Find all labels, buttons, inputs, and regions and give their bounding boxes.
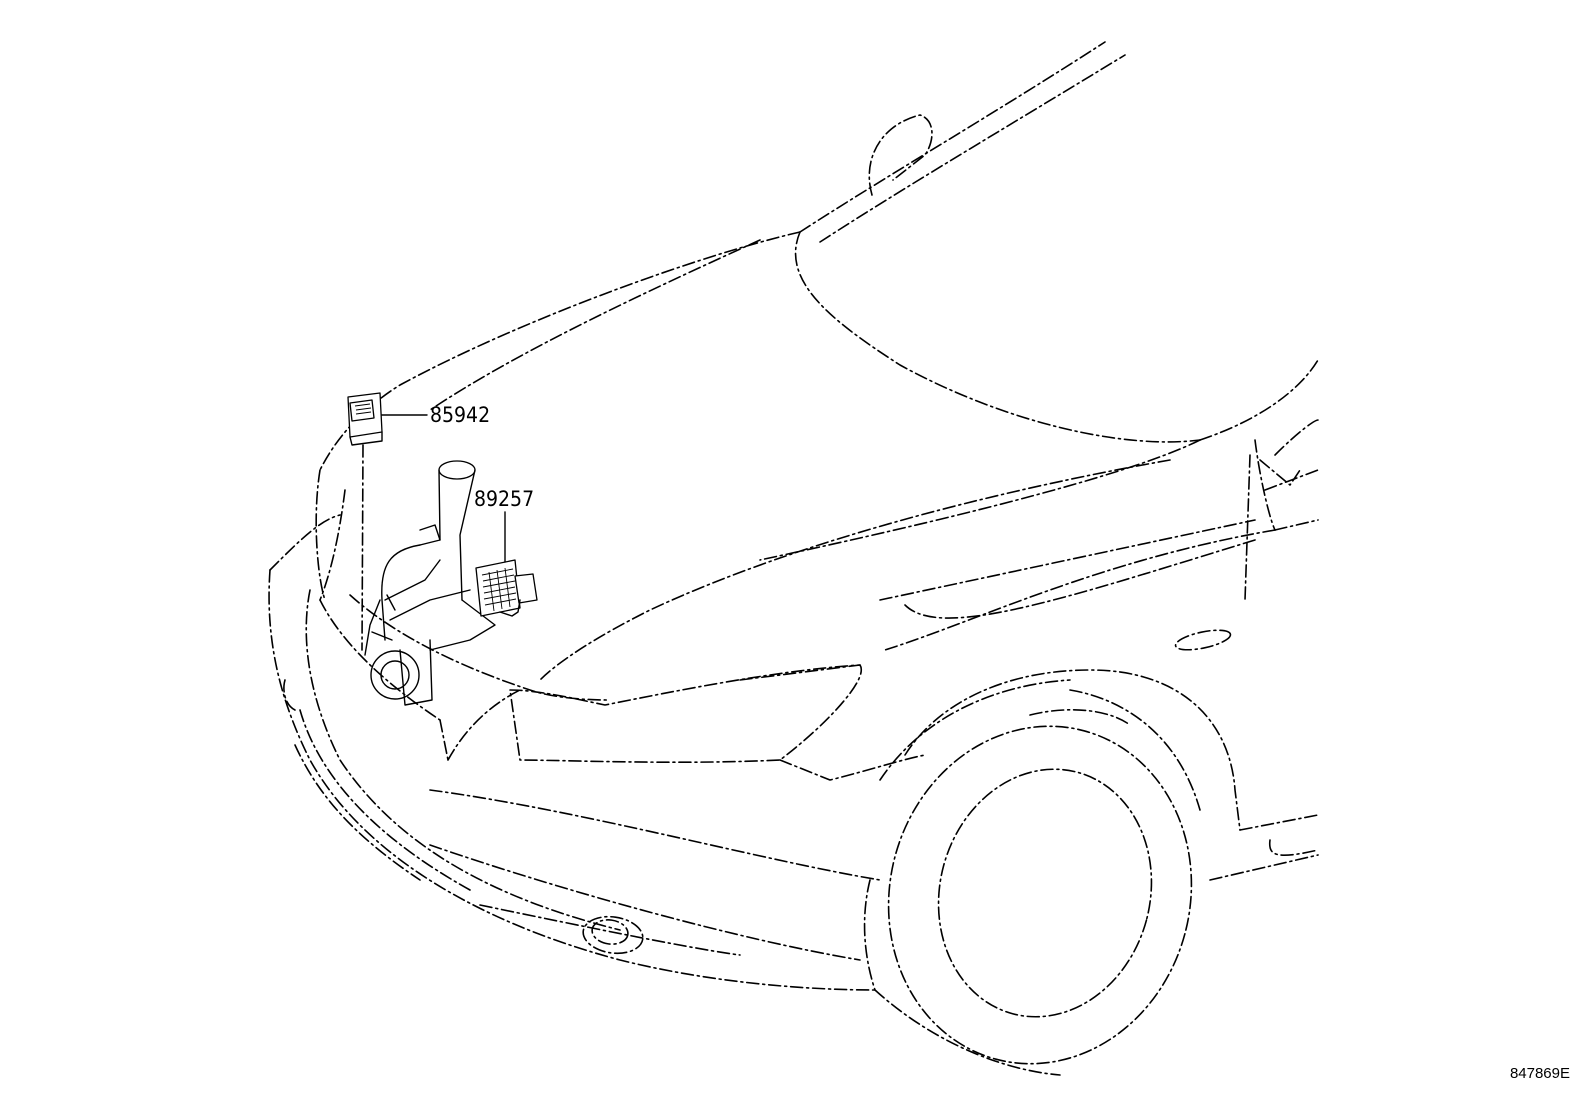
- washer-tank: [364, 460, 496, 706]
- car-body-outline: [268, 41, 1319, 1076]
- leader-lines: [361, 414, 506, 651]
- figure-id: 847869E: [1510, 1065, 1570, 1082]
- relay-block-85942: [347, 392, 383, 446]
- control-module-89257: [475, 559, 538, 617]
- callout-label-89257: 89257: [474, 487, 534, 511]
- callout-label-85942: 85942: [430, 403, 490, 427]
